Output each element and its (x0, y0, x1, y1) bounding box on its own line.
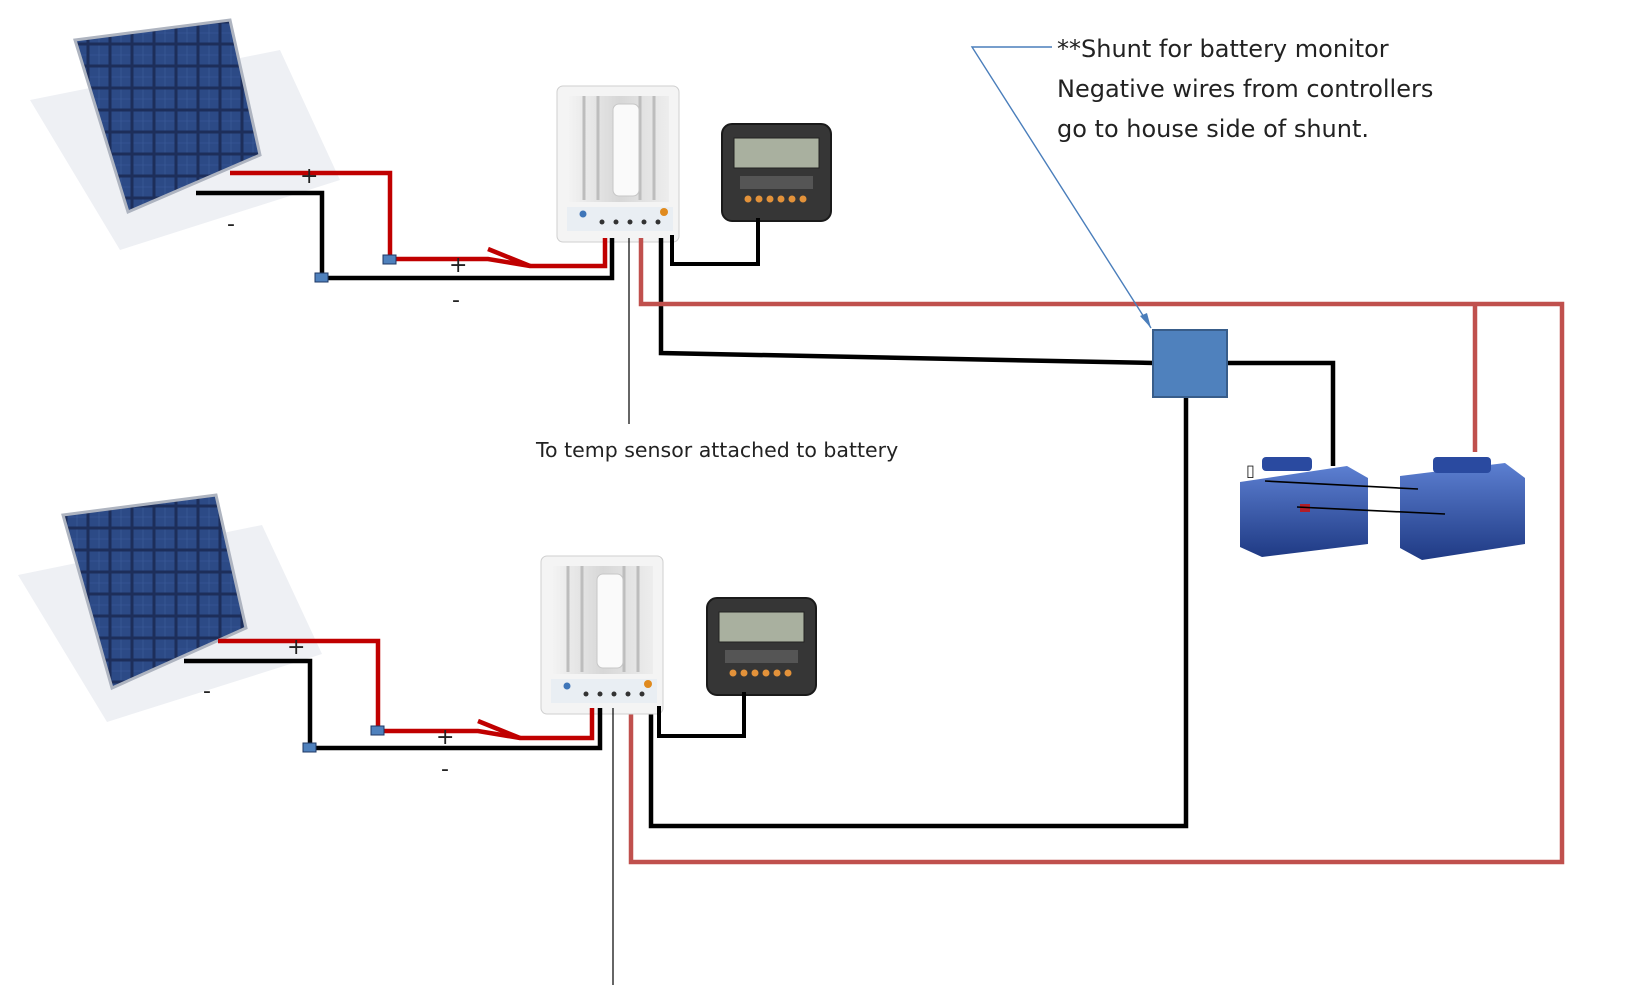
plus-label-top-panel: + (300, 164, 318, 189)
shunt-note-line-1: **Shunt for battery monitor (1057, 35, 1389, 63)
shunt-note-line-2: Negative wires from controllers (1057, 75, 1433, 103)
charge-controller-top (556, 85, 680, 243)
solar-panel-top (30, 18, 340, 250)
meter-cable-top (670, 218, 760, 266)
wire-connector-top-positive (382, 254, 397, 265)
battery-interconnect-wires (1264, 480, 1446, 515)
plus-label-top-switch: + (449, 253, 467, 278)
battery-negative-bus-bottom (648, 396, 1189, 829)
wire-connector-bottom-negative (302, 742, 317, 753)
shunt-note-leader-line (970, 46, 1152, 329)
minus-label-bottom-panel: - (203, 679, 211, 704)
battery-positive-bus (628, 238, 1565, 865)
shunt-note-line-3: go to house side of shunt. (1057, 115, 1369, 143)
temp-sensor-label: To temp sensor attached to battery (535, 438, 898, 462)
shunt-battery-wire (1227, 360, 1336, 466)
disconnect-switch-top (487, 246, 531, 269)
leader-arrowhead (1140, 313, 1151, 328)
remote-meter-top (721, 123, 832, 222)
wire-connector-bottom-positive (370, 725, 385, 736)
minus-label-bottom-switch: - (441, 757, 449, 782)
solar-panel-bottom (18, 493, 322, 722)
charge-controller-bottom (540, 555, 664, 715)
minus-label-top-switch: - (452, 288, 460, 313)
plus-label-bottom-switch: + (436, 725, 454, 750)
wire-connector-top-negative (314, 272, 329, 283)
shunt (1152, 329, 1228, 398)
minus-label-top-panel: - (227, 212, 235, 237)
battery-marker: ▯ (1246, 461, 1255, 480)
remote-meter-bottom (706, 597, 817, 696)
disconnect-switch-bottom (477, 718, 521, 741)
plus-label-bottom-panel: + (287, 635, 305, 660)
battery-negative-bus-top (658, 238, 1155, 366)
meter-cable-bottom (657, 692, 746, 738)
battery-right (1378, 452, 1528, 567)
